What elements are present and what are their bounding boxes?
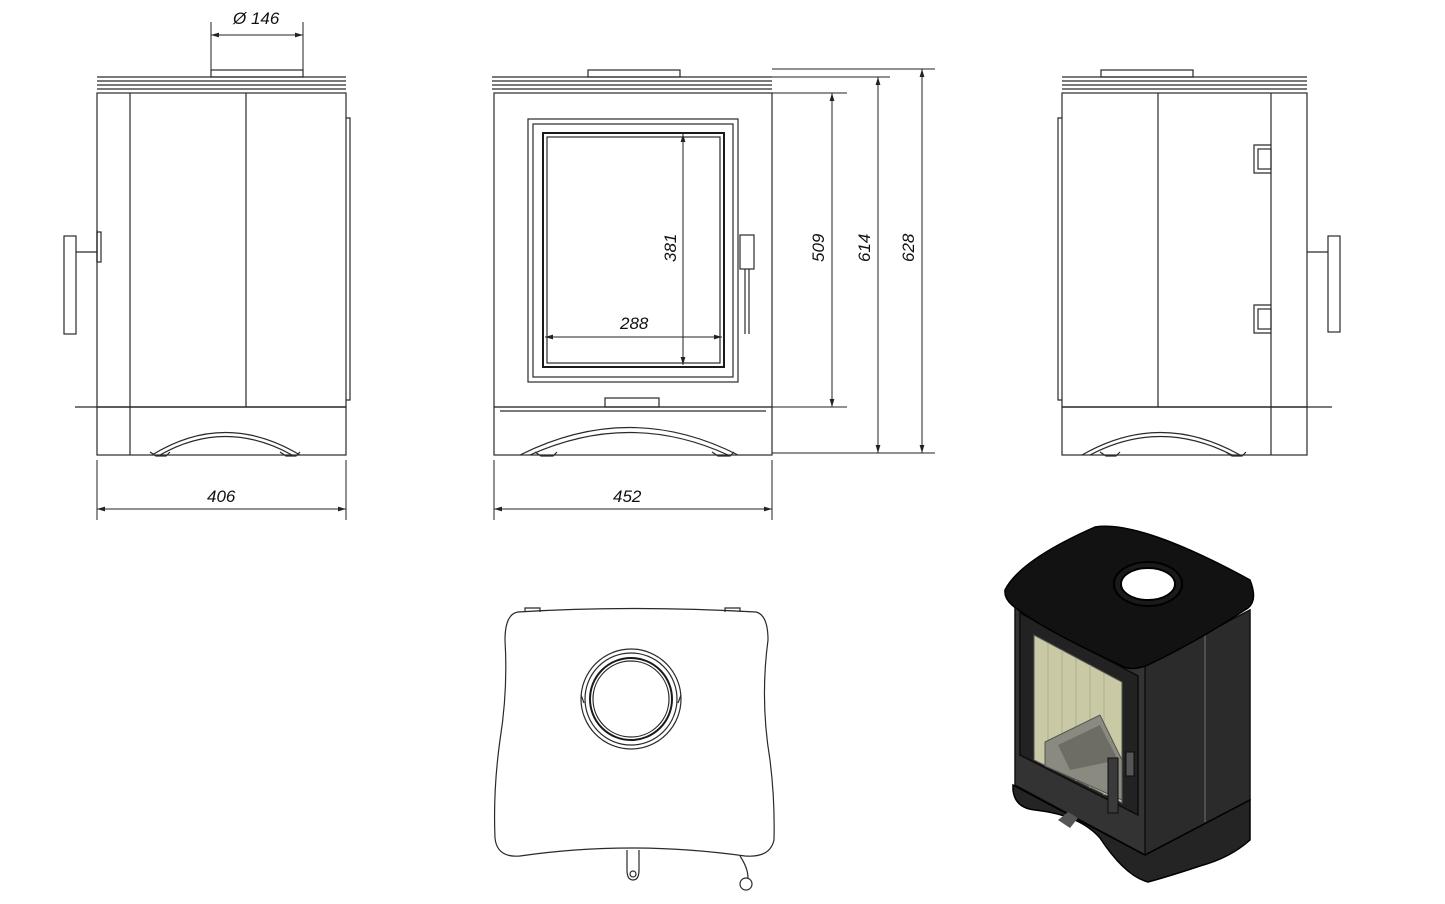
flue-diameter-label: Ø 146 (232, 9, 280, 28)
dimension-lines (96, 22, 935, 520)
total-height-label: 628 (899, 233, 918, 262)
height-to-top-label: 614 (855, 234, 874, 262)
glass-width-label: 288 (619, 314, 649, 333)
front-width-label: 452 (613, 487, 642, 506)
stove-3d-render (1004, 525, 1255, 883)
front-view (492, 69, 773, 457)
glass-height-label: 381 (661, 234, 680, 262)
body-height-label: 509 (809, 233, 828, 262)
side-depth-label: 406 (207, 487, 236, 506)
left-side-view (63, 69, 351, 457)
right-side-view (1057, 69, 1341, 457)
top-view (493, 607, 775, 891)
